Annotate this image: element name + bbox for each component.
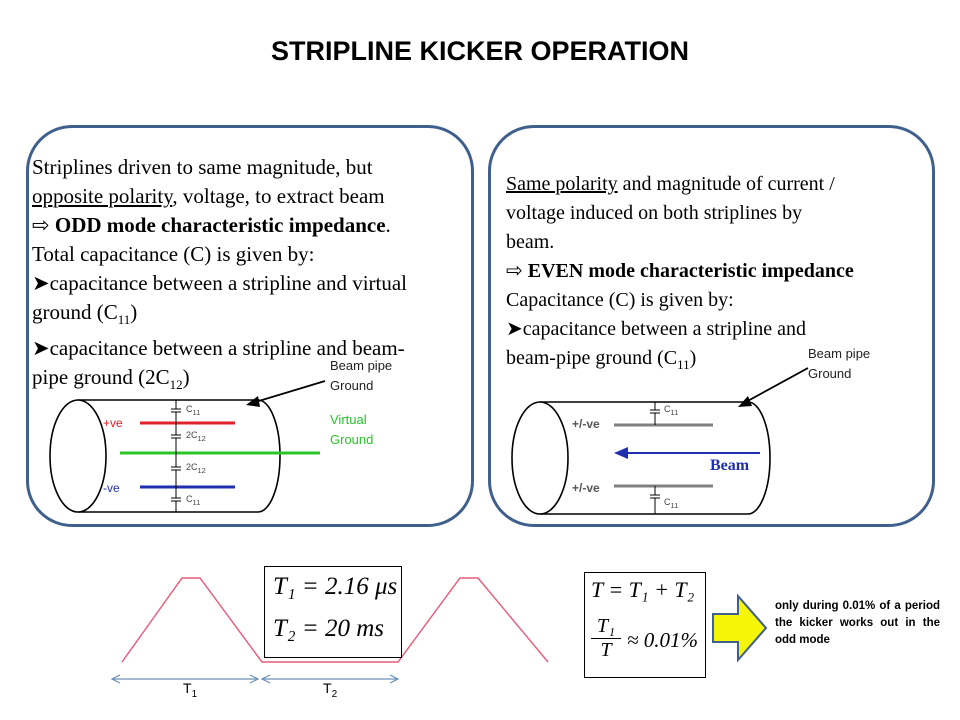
pointer-arrowhead <box>246 396 260 407</box>
odd-line-7: ➤capacitance between a stripline and bea… <box>32 336 405 361</box>
even-line-1: Same polarity and magnitude of current / <box>506 173 835 195</box>
even-mode-panel <box>488 125 935 527</box>
even-line-4: ⇨ EVEN mode characteristic impedance <box>506 260 854 282</box>
beam-pipe-body <box>78 399 281 513</box>
even-line-6: ➤capacitance between a stripline and <box>506 318 806 340</box>
c11-label-top: C11 <box>186 404 201 417</box>
2c12-label-bottom: 2C12 <box>186 462 206 475</box>
t1-label: T1 <box>183 680 198 700</box>
plus-ve-label: +ve <box>103 416 123 430</box>
beam-pipe-end <box>49 399 107 513</box>
yellow-right-arrow-icon <box>712 593 768 663</box>
c11-label-top-right: C11 <box>664 404 679 417</box>
opposite-polarity-text: opposite polarity <box>32 184 173 208</box>
odd-mode-text: Striplines driven to same magnitude, but… <box>32 153 472 399</box>
bullet-arrow-icon: ➤ <box>32 271 50 295</box>
timing-equation-box: T₁ = 2.16 μs T₂ = 20 ms <box>264 566 402 658</box>
odd-line-4: Total capacitance (C) is given by: <box>32 242 315 266</box>
beam-label: Beam <box>710 457 750 474</box>
beam-arrowhead <box>614 447 628 459</box>
t2-label: T2 <box>323 680 338 700</box>
ratio-equation-box: T = T₁ + T₂ T₁ T ≈ 0.01% <box>584 572 706 678</box>
even-line-5: Capacitance (C) is given by: <box>506 289 734 311</box>
beam-pipe-pointer <box>251 380 326 404</box>
odd-line-8: pipe ground (2C12) <box>32 365 190 393</box>
c11-label-bottom: C11 <box>186 494 201 507</box>
beam-pipe-pointer-right <box>743 367 809 404</box>
odd-mode-note: only during 0.01% of a period the kicker… <box>775 600 940 646</box>
ratio-fraction: T₁ T <box>591 615 621 662</box>
even-line-3: beam. <box>506 231 555 253</box>
even-mode-text: Same polarity and magnitude of current /… <box>506 170 936 379</box>
pm-ve-bottom-label: +/-ve <box>572 481 600 495</box>
odd-line-3: ⇨ ODD mode characteristic impedance. <box>32 213 391 237</box>
odd-line-6: ground (C11) <box>32 300 138 328</box>
even-line-7: beam-pipe ground (C11) <box>506 347 697 372</box>
period-equation: T = T₁ + T₂ <box>591 577 695 602</box>
arrow-right-icon: ⇨ <box>32 213 50 237</box>
capacitor-symbols-right <box>650 402 660 514</box>
arrow-right-icon: ⇨ <box>506 260 523 282</box>
same-polarity-text: Same polarity <box>506 173 618 195</box>
t2-equation: T₂ = 20 ms <box>273 615 384 642</box>
odd-mode-panel <box>26 125 474 527</box>
t1-equation: T₁ = 2.16 μs <box>273 573 398 600</box>
page-title: STRIPLINE KICKER OPERATION <box>270 36 690 66</box>
capacitor-symbols <box>171 400 181 512</box>
kicker-waveform <box>121 577 549 663</box>
bullet-arrow-icon: ➤ <box>32 336 50 361</box>
2c12-label-top: 2C12 <box>186 430 206 443</box>
ratio-value: ≈ 0.01% <box>627 628 699 652</box>
pointer-arrowhead-right <box>738 396 752 407</box>
odd-line-5: ➤capacitance between a stripline and vir… <box>32 271 408 295</box>
minus-ve-label: -ve <box>103 481 120 495</box>
odd-line-2: opposite polarity, voltage, to extract b… <box>32 184 385 208</box>
beam-pipe-body-right <box>540 401 771 515</box>
pm-ve-top-label: +/-ve <box>572 417 600 431</box>
even-line-2: voltage induced on both striplines by <box>506 202 803 224</box>
odd-line-1: Striplines driven to same magnitude, but <box>32 155 373 179</box>
c11-label-bottom-right: C11 <box>664 497 679 510</box>
bullet-arrow-icon: ➤ <box>506 318 523 340</box>
